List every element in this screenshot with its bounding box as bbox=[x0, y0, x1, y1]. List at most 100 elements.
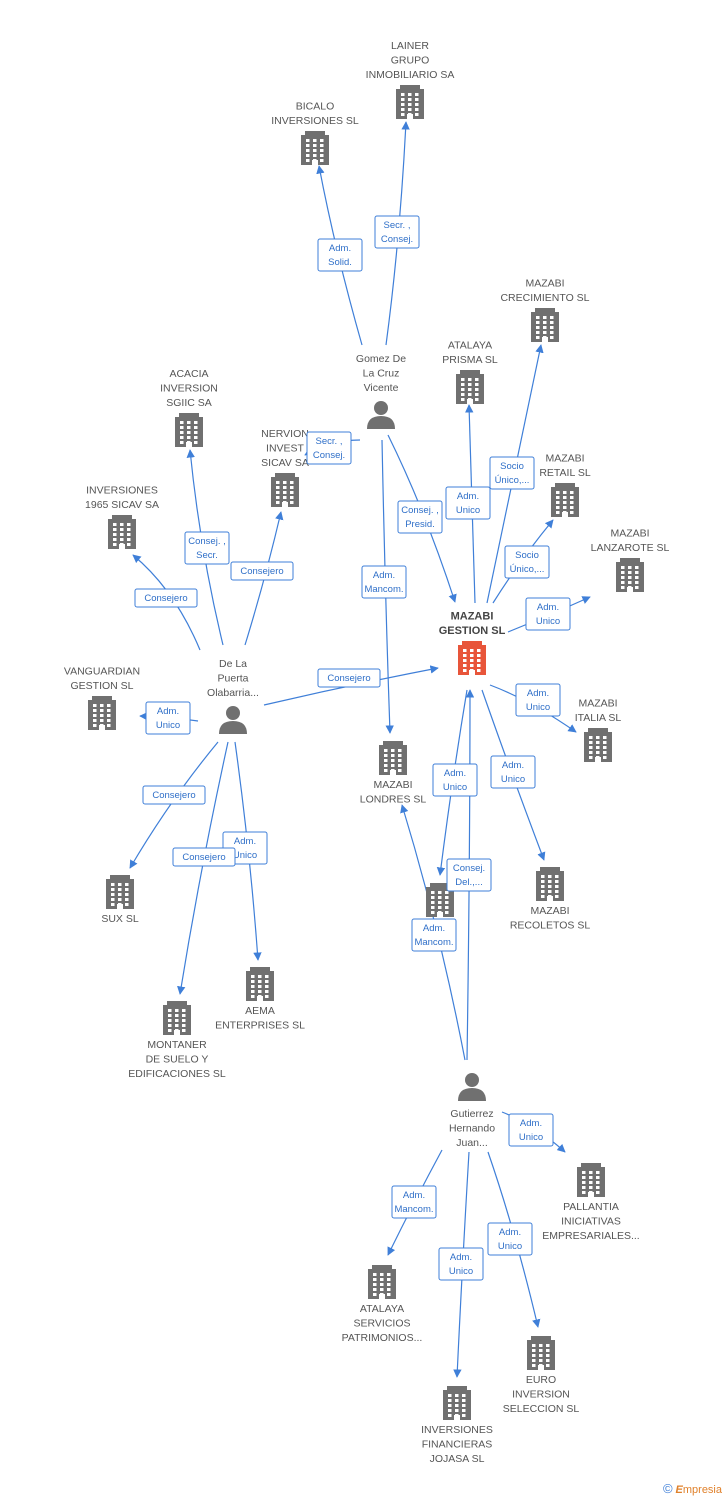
edge-label[interactable]: Adm.Unico bbox=[445, 486, 491, 520]
node-label-line: Vicente bbox=[364, 382, 399, 394]
edge-label-box bbox=[515, 683, 561, 717]
node-pallantia[interactable]: PALLANTIAINICIATIVASEMPRESARIALES... bbox=[542, 1163, 640, 1242]
edge-label[interactable]: Consej. ,Presid. bbox=[397, 500, 443, 534]
node-label-line: GESTION SL bbox=[70, 680, 133, 692]
edge-label-text: Secr. bbox=[196, 550, 218, 561]
edge-label-box bbox=[432, 763, 478, 797]
edge-label[interactable]: Adm.Unico bbox=[487, 1222, 533, 1256]
node-label-line: INVERSION bbox=[512, 1389, 570, 1401]
node-gutierrez[interactable]: GutierrezHernandoJuan... bbox=[449, 1073, 495, 1149]
building-icon bbox=[443, 1386, 471, 1420]
edge-label-box bbox=[411, 918, 457, 952]
edge-label[interactable]: Consej.Del.,... bbox=[446, 858, 492, 892]
node-delapuerta[interactable]: De LaPuertaOlabarria... bbox=[207, 658, 259, 734]
node-label-line: MAZABI bbox=[610, 528, 649, 540]
edge-label[interactable]: Adm.Unico bbox=[490, 755, 536, 789]
edge-label[interactable]: Adm.Unico bbox=[432, 763, 478, 797]
person-icon bbox=[219, 706, 247, 734]
node-label-line: LONDRES SL bbox=[360, 794, 427, 806]
edge-label-box bbox=[306, 431, 352, 465]
edge-label[interactable]: Consejero bbox=[134, 588, 198, 608]
brand-name: mpresia bbox=[682, 1484, 722, 1496]
edge-label-box bbox=[374, 215, 420, 249]
edge-label-text: Solid. bbox=[328, 257, 352, 268]
edge-label[interactable]: Adm.Unico bbox=[508, 1113, 554, 1147]
node-label-line: PATRIMONIOS... bbox=[342, 1332, 423, 1344]
edge-label-box bbox=[504, 545, 550, 579]
node-atalaya-serv[interactable]: ATALAYASERVICIOSPATRIMONIOS... bbox=[342, 1265, 423, 1344]
node-label-line: ENTERPRISES SL bbox=[215, 1020, 305, 1032]
node-label-line: DE SUELO Y bbox=[146, 1054, 209, 1066]
building-icon bbox=[551, 483, 579, 517]
edge-label-text: Adm. bbox=[502, 760, 524, 771]
edge-label-text: Adm. bbox=[450, 1252, 472, 1263]
node-nervion[interactable]: NERVION INVEST SICAV SA bbox=[261, 428, 309, 507]
node-label-line: La Cruz bbox=[363, 368, 400, 380]
edge-label[interactable]: Adm.Mancom. bbox=[391, 1185, 437, 1219]
edge-label-text: Único,... bbox=[495, 475, 530, 486]
edge-label-text: Mancom. bbox=[394, 1204, 433, 1215]
node-label-line: SICAV SA bbox=[261, 457, 309, 469]
edge-label[interactable]: Adm.Mancom. bbox=[411, 918, 457, 952]
edge-label[interactable]: SocioÚnico,... bbox=[504, 545, 550, 579]
edge-label-text: Consej. , bbox=[401, 505, 439, 516]
node-label-line: BICALO bbox=[296, 101, 335, 113]
node-label-line: Gutierrez bbox=[450, 1108, 493, 1120]
node-label-line: FINANCIERAS bbox=[422, 1439, 493, 1451]
person-icon bbox=[458, 1073, 486, 1101]
edge-label[interactable]: Adm.Unico bbox=[145, 701, 191, 735]
edge-label-text: Adm. bbox=[520, 1118, 542, 1129]
edge-label[interactable]: Consejero bbox=[172, 847, 236, 867]
edge-label-box bbox=[391, 1185, 437, 1219]
edge-label[interactable]: Adm.Unico bbox=[438, 1247, 484, 1281]
edge-label-box bbox=[490, 755, 536, 789]
edge-label-box bbox=[508, 1113, 554, 1147]
node-label-line: PALLANTIA bbox=[563, 1201, 619, 1213]
node-mid-building[interactable] bbox=[426, 883, 454, 917]
copyright-symbol: © bbox=[662, 1481, 673, 1496]
node-label-line: INVERSIONES bbox=[86, 485, 158, 497]
edge-label[interactable]: Adm.Solid. bbox=[317, 238, 363, 272]
edge-label-text: Socio bbox=[515, 550, 539, 561]
edge-label-text: Mancom. bbox=[414, 937, 453, 948]
edge-label[interactable]: Secr. ,Consej. bbox=[306, 431, 352, 465]
building-icon bbox=[584, 728, 612, 762]
node-label-line: INVEST bbox=[266, 443, 305, 455]
edge-label-text: Consej. , bbox=[188, 536, 226, 547]
building-icon bbox=[108, 515, 136, 549]
node-label-line: NERVION bbox=[261, 428, 309, 440]
edge-label[interactable]: Adm.Unico bbox=[515, 683, 561, 717]
node-label-line: MAZABI bbox=[545, 453, 584, 465]
node-sux[interactable]: SUX SL bbox=[101, 875, 139, 925]
node-label-line: ITALIA SL bbox=[575, 712, 622, 724]
edge-label[interactable]: Adm.Mancom. bbox=[361, 565, 407, 599]
edge-label[interactable]: Consejero bbox=[142, 785, 206, 805]
edge-label[interactable]: Adm.Unico bbox=[525, 597, 571, 631]
edge-label[interactable]: SocioÚnico,... bbox=[489, 456, 535, 490]
node-label-line: Puerta bbox=[218, 673, 249, 685]
edge-label[interactable]: Secr. ,Consej. bbox=[374, 215, 420, 249]
edge-label[interactable]: Consejero bbox=[230, 561, 294, 581]
edge-label-box bbox=[134, 588, 198, 608]
edge-label[interactable]: Consejero bbox=[317, 668, 381, 688]
edge-label[interactable]: Consej. , Secr. bbox=[184, 531, 230, 565]
